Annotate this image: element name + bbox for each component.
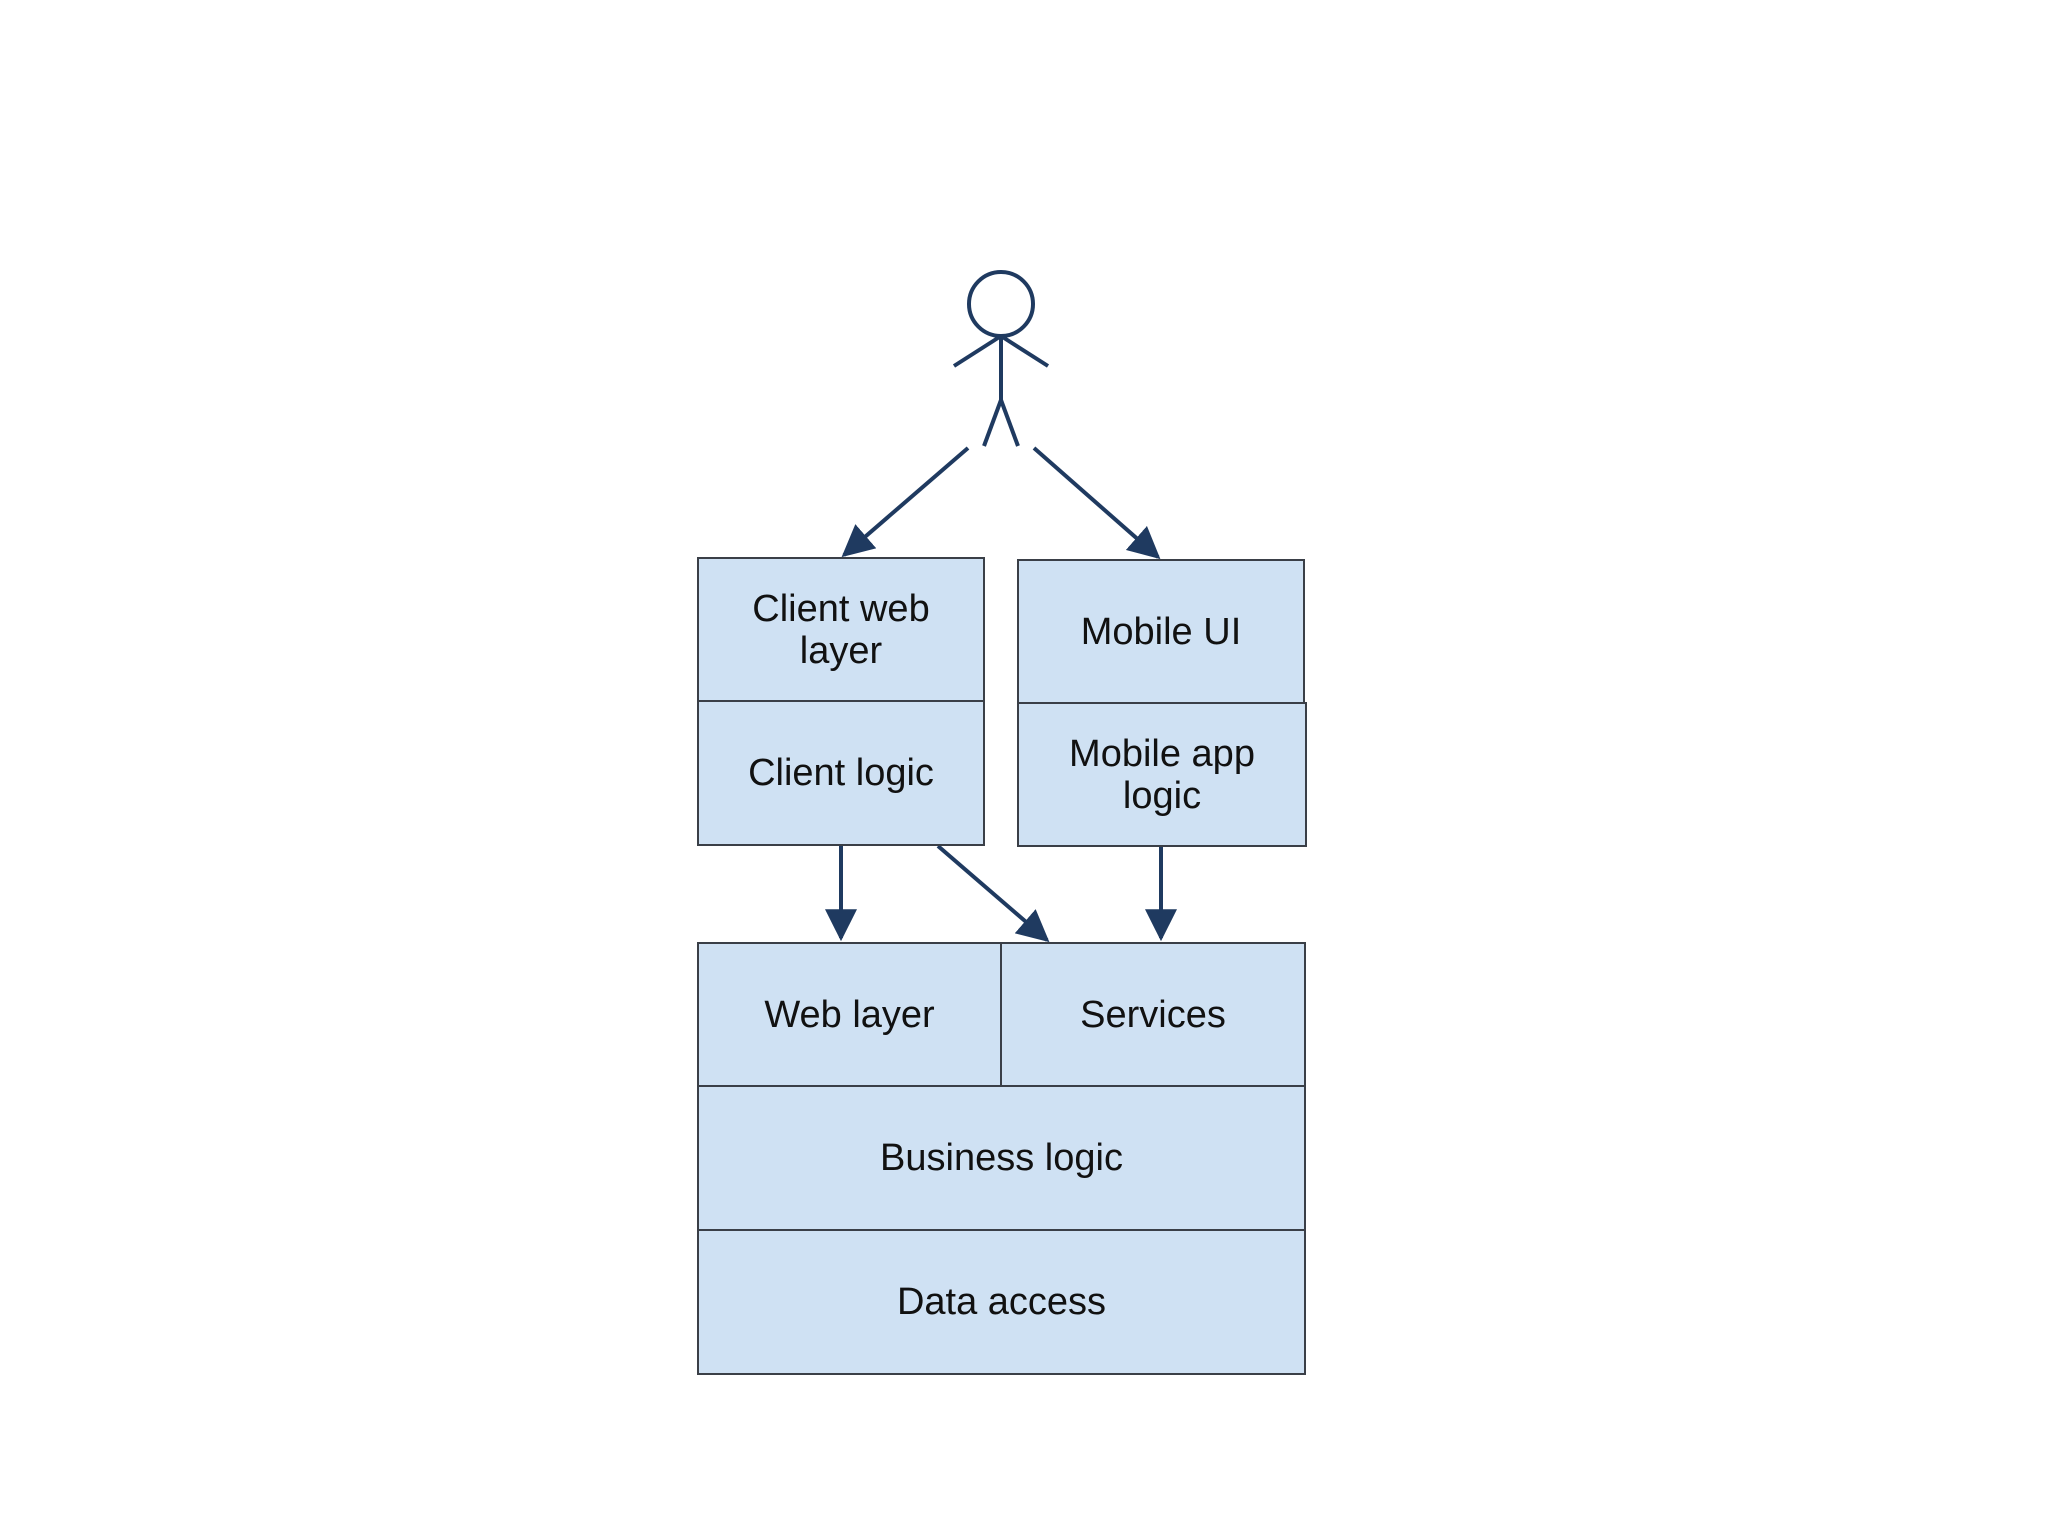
user-actor-icon (952, 270, 1050, 447)
mobile-app-logic-box: Mobile app logic (1017, 702, 1307, 847)
actor-right-leg (999, 399, 1020, 447)
actor-right-arm (999, 334, 1050, 368)
arrow-user-to-client-web-layer (841, 446, 970, 558)
mobile-app-logic-label: Mobile app logic (1069, 732, 1255, 817)
client-web-layer-box: Client web layer (697, 557, 985, 702)
data-access-box: Data access (697, 1229, 1306, 1375)
actor-left-leg (982, 399, 1003, 447)
mobile-ui-label: Mobile UI (1080, 610, 1242, 653)
business-logic-box: Business logic (697, 1085, 1306, 1231)
business-logic-label: Business logic (880, 1137, 1123, 1179)
actor-head (967, 270, 1035, 338)
arrow-client-logic-to-services (936, 844, 1050, 943)
actor-left-arm (952, 334, 1003, 368)
web-layer-box: Web layer (697, 942, 1002, 1087)
mobile-ui-box: Mobile UI (1017, 559, 1305, 704)
client-web-layer-label: Client web layer (752, 587, 930, 672)
arrow-user-to-mobile-ui (1032, 446, 1161, 560)
web-layer-label: Web layer (764, 993, 935, 1036)
services-label: Services (1080, 993, 1226, 1036)
client-logic-label: Client logic (748, 752, 934, 794)
services-box: Services (1000, 942, 1306, 1087)
client-logic-box: Client logic (697, 700, 985, 846)
data-access-label: Data access (896, 1281, 1107, 1323)
